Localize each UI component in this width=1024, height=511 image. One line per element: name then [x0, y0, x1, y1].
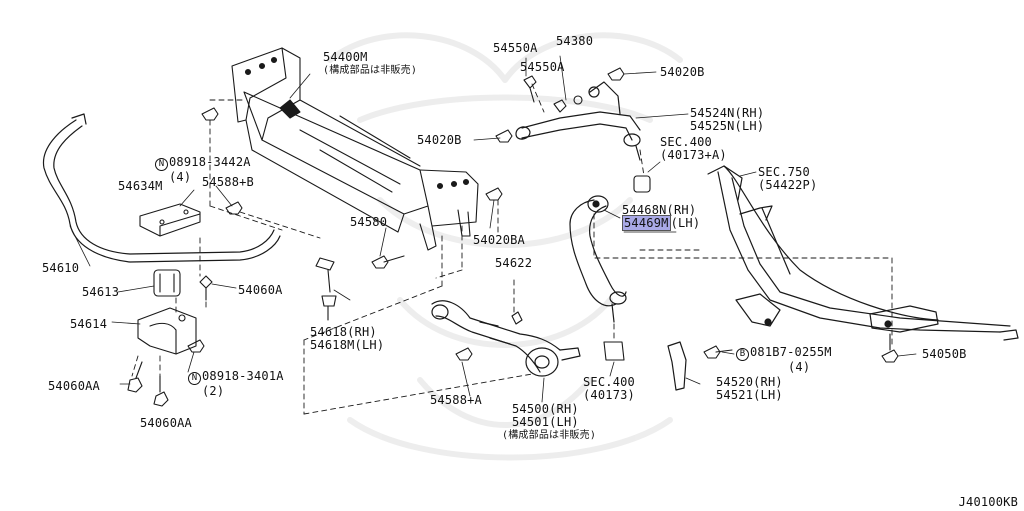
part-number-lh: 54525N(LH): [690, 119, 765, 133]
not-sold-note: (構成部品は非販売): [323, 65, 418, 76]
part-number-rh: 54618(RH): [310, 325, 377, 339]
stabilizer-link-54618: [315, 257, 337, 321]
label-54580: 54580: [350, 215, 388, 229]
stabilizer-bar-54610: [42, 113, 281, 263]
upper-link-54524N: [515, 81, 641, 161]
part-number-lh: 54521(LH): [716, 388, 783, 402]
crossmember-54400M: [231, 47, 479, 251]
label-54060AA-a: 54060AA: [48, 379, 100, 393]
part-number-lh: 54501(LH): [512, 415, 579, 429]
part-number-rh: 54524N(RH): [690, 106, 765, 120]
label-54020BA: 54020BA: [473, 233, 525, 247]
label-54400M: 54400M (構成部品は非販売): [323, 51, 417, 77]
diagram-id: J40100KB: [958, 495, 1018, 509]
label-sec400-bottom: SEC.400 (40173): [583, 376, 635, 402]
label-54020B-top: 54020B: [660, 65, 705, 79]
side-lh: (LH): [670, 216, 701, 230]
bracket-54634M: [139, 203, 201, 237]
label-54550A-a: 54550A: [493, 41, 538, 55]
label-54634M: 54634M: [118, 179, 163, 193]
part-number-rh: 54468N(RH): [622, 203, 697, 217]
label-54622: 54622: [495, 256, 533, 270]
part-number-rh: 54520(RH): [716, 375, 783, 389]
label-54520: 54520(RH) 54521(LH): [716, 376, 783, 402]
bushing-54613: [153, 269, 181, 297]
n-symbol-icon: N: [155, 158, 168, 171]
balljoint-sec400-top: [633, 175, 651, 193]
quantity: (2): [202, 384, 225, 398]
highlighted-part-54469M[interactable]: 54469M: [622, 215, 671, 231]
label-54618: 54618(RH) 54618M(LH): [310, 326, 384, 352]
label-sec400-top: SEC.400 (40173+A): [660, 136, 727, 162]
leader-lines: [69, 55, 917, 403]
label-54610: 54610: [42, 261, 80, 275]
label-54060AA-b: 54060AA: [140, 416, 192, 430]
section-part: (40173+A): [660, 148, 727, 162]
watermark-emblem: [327, 32, 683, 461]
label-54500: 54500(RH) 54501(LH) (構成部品は非販売): [502, 402, 596, 442]
label-54050B: 54050B: [922, 347, 967, 361]
transverse-link-54500: [431, 300, 581, 377]
b-symbol-icon: B: [736, 348, 749, 361]
label-54588B: 54588+B: [202, 175, 254, 189]
label-54380: 54380: [556, 34, 594, 48]
label-54020B-mid: 54020B: [417, 133, 462, 147]
section-part: (54422P): [758, 178, 818, 192]
member-54520: [667, 165, 1019, 391]
label-sec750: SEC.750 (54422P): [758, 166, 817, 192]
n-symbol-icon: N: [188, 372, 201, 385]
not-sold-note: (構成部品は非販売): [502, 430, 597, 441]
section-ref: SEC.400: [660, 135, 712, 149]
label-54588A: 54588+A: [430, 393, 482, 407]
lower-link-54469M: [569, 195, 627, 323]
label-54613: 54613: [82, 285, 120, 299]
label-54468N: 54468N(RH) 54469M(LH): [622, 203, 701, 231]
part-number: 54400M: [323, 50, 368, 64]
part-number: 08918-3442A: [169, 155, 251, 169]
section-ref: SEC.400: [583, 375, 635, 389]
section-part: (40173): [583, 388, 635, 402]
part-number: 081B7-0255M: [750, 345, 832, 359]
balljoint-sec400-bottom: [603, 341, 625, 361]
quantity: (4): [169, 170, 192, 184]
section-ref: SEC.750: [758, 165, 810, 179]
label-54524N: 54524N(RH) 54525N(LH): [690, 107, 764, 133]
label-54614: 54614: [70, 317, 108, 331]
clamp-54614: [137, 307, 197, 355]
part-number-rh: 54500(RH): [512, 402, 579, 416]
label-54060A: 54060A: [238, 283, 283, 297]
part-number-lh: 54618M(LH): [310, 338, 385, 352]
part-number: 08918-3401A: [202, 369, 284, 383]
label-54550A-b: 54550A: [520, 60, 565, 74]
guide-lines: [131, 83, 893, 415]
quantity: (4): [788, 360, 811, 374]
